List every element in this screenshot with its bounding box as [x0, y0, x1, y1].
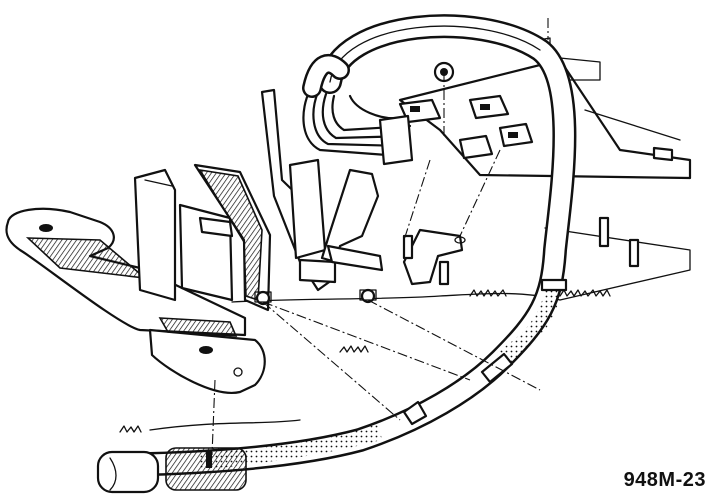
harness-clips — [254, 288, 377, 306]
harness-lower-end — [96, 447, 247, 494]
floor-panel — [119, 227, 691, 433]
upright-supports — [260, 88, 640, 292]
mounting-bracket — [5, 163, 272, 394]
figure-code-label: 948M-23 — [623, 469, 706, 491]
harness-branch-wires — [302, 88, 414, 166]
connector-panel — [398, 37, 692, 180]
main-wiring-harness — [138, 14, 577, 476]
leader-lines — [211, 18, 549, 456]
